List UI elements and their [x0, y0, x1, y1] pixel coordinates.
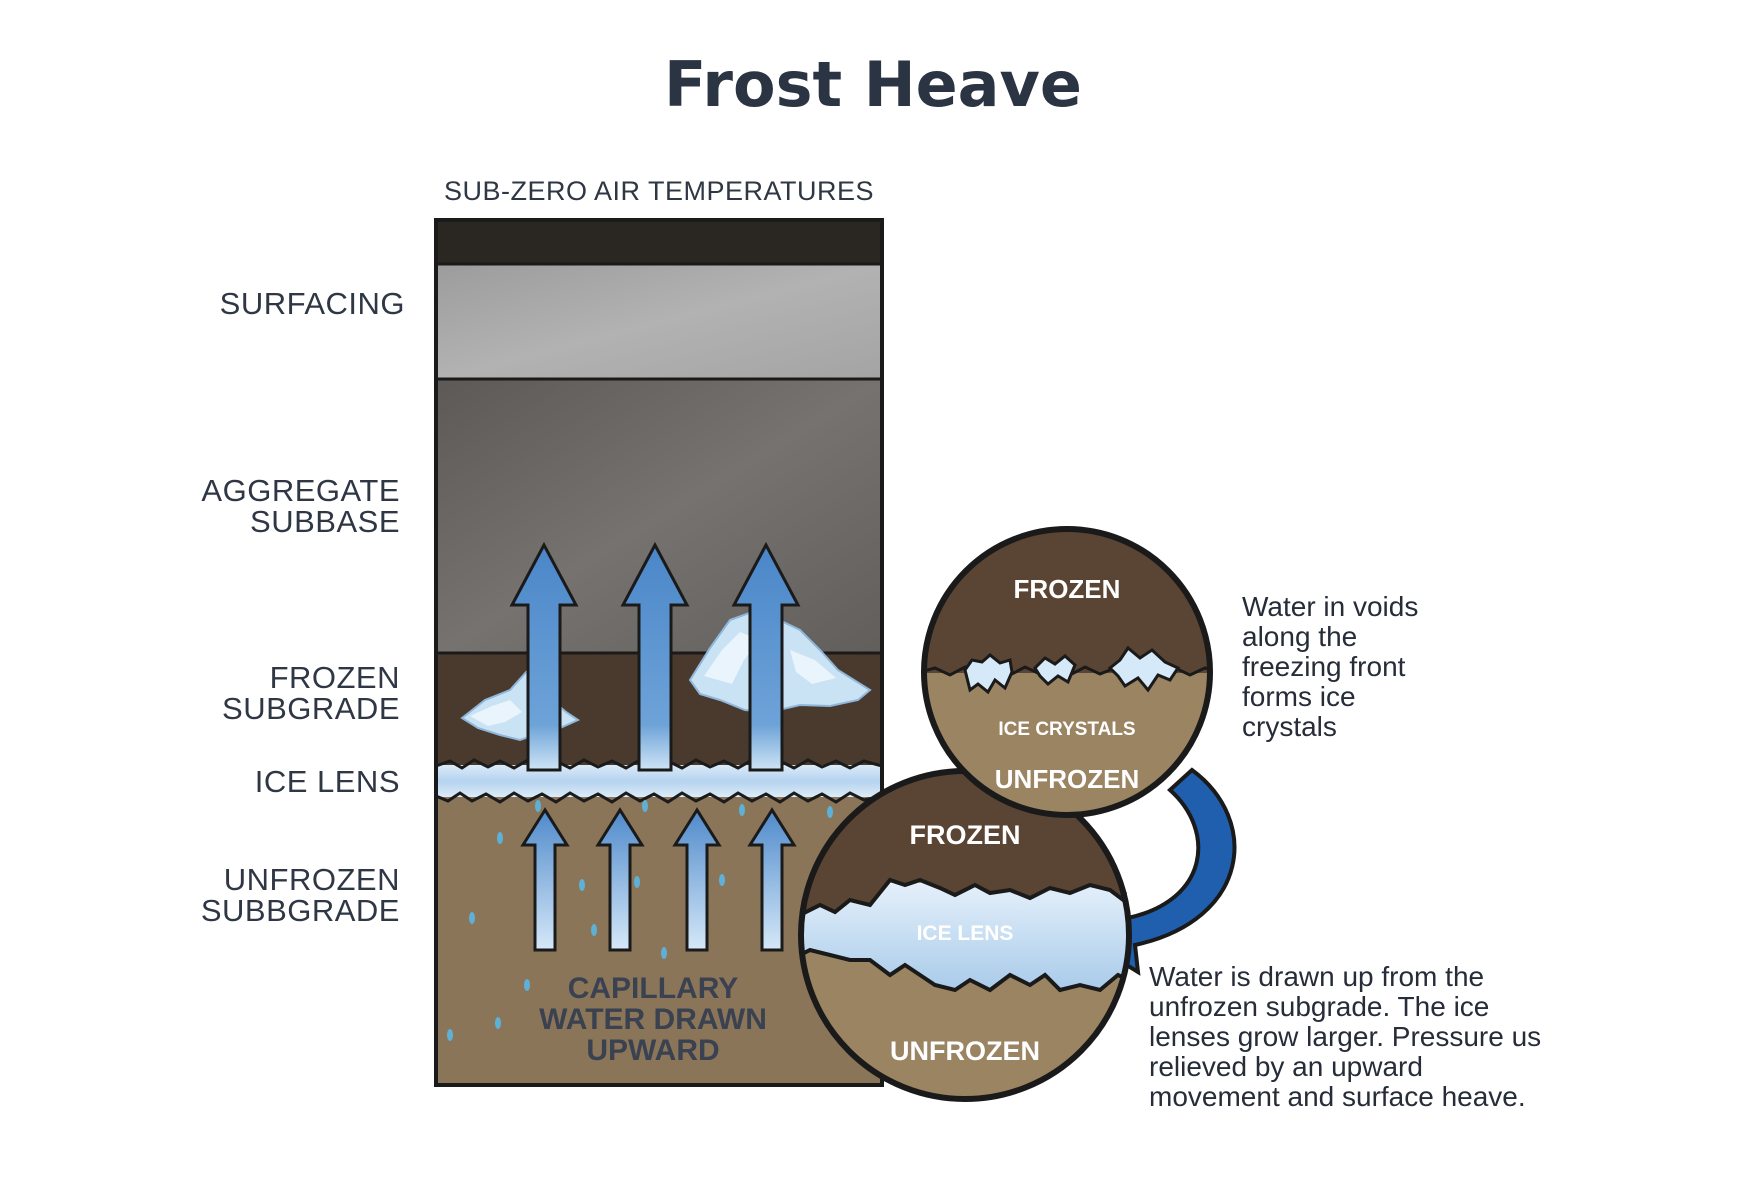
ice-crystal-3: [1107, 645, 1181, 693]
diagram-title: Frost Heave: [664, 48, 1082, 121]
capillary-label-line-1: CAPILLARY: [568, 972, 739, 1005]
note-bottom-line-2: unfrozen subgrade. The ice: [1149, 991, 1490, 1022]
note-ice-lens: Water is drawn up from the unfrozen subg…: [1149, 962, 1541, 1112]
label-surfacing-line: SURFACING: [219, 286, 405, 321]
ice-chunk-right-highlight: [704, 632, 760, 684]
circle-top-frozen-label: FROZEN: [1014, 574, 1121, 604]
column-border: [434, 218, 884, 1087]
capillary-label-line-3: UPWARD: [586, 1034, 719, 1067]
label-unfrozen-line-1: UNFROZEN: [223, 862, 400, 897]
big-arrow-3: [731, 541, 801, 772]
droplet-icon: [827, 806, 833, 818]
arrow-up-icon: [672, 807, 722, 952]
droplet-icon: [497, 832, 503, 844]
note-bottom-line-5: movement and surface heave.: [1149, 1081, 1526, 1112]
droplet-icon: [447, 1029, 453, 1041]
label-ice-lens: ICE LENS: [180, 766, 400, 797]
note-ice-crystals: Water in voids along the freezing front …: [1242, 592, 1418, 742]
label-frozen-subgrade: FROZEN SUBGRADE: [180, 662, 400, 724]
small-arrows: [520, 807, 797, 952]
big-arrow-1: [509, 541, 579, 772]
droplet-icon: [719, 874, 725, 886]
cold-air-cap: [436, 220, 882, 264]
note-top-line-1: Water in voids: [1242, 591, 1419, 622]
ice-chunk-left-highlight: [470, 700, 522, 726]
label-surfacing: SURFACING: [180, 288, 405, 319]
note-top-line-3: freezing front: [1242, 651, 1406, 682]
ice-crystal-1: [963, 653, 1014, 695]
label-ice-lens-line: ICE LENS: [254, 764, 400, 799]
surfacing-layer: [436, 264, 882, 379]
ice-crystals-circle: FROZEN ICE CRYSTALS UNFROZEN: [921, 526, 1213, 818]
arrow-up-icon: [620, 541, 690, 772]
lower-freezing-front: [435, 791, 883, 804]
label-sub-zero-air: SUB-ZERO AIR TEMPERATURES: [444, 176, 875, 206]
label-aggregate-subbase: AGGREGATE SUBBASE: [180, 475, 400, 537]
big-arrow-2: [620, 541, 690, 772]
arrow-up-icon: [520, 807, 570, 952]
droplet-icon: [524, 979, 530, 991]
circle-bottom-unfrozen-label: UNFROZEN: [890, 1036, 1040, 1066]
ice-lens-shape: [801, 877, 1129, 993]
label-aggregate-line-2: SUBBASE: [250, 504, 400, 539]
droplet-icon: [642, 800, 648, 812]
note-top-line-5: crystals: [1242, 711, 1337, 742]
label-frozen-subgrade-line-1: FROZEN: [269, 660, 400, 695]
label-unfrozen-subgrade: UNFROZEN SUBBGRADE: [180, 864, 400, 926]
droplet-icon: [634, 876, 640, 888]
circle-top-ice-crystals-label: ICE CRYSTALS: [998, 719, 1135, 740]
note-top-line-4: forms ice: [1242, 681, 1356, 712]
circle-top-unfrozen-label: UNFROZEN: [995, 764, 1139, 794]
note-bottom-line-1: Water is drawn up from the: [1149, 961, 1485, 992]
droplet-icon: [469, 912, 475, 924]
note-bottom-line-3: lenses grow larger. Pressure us: [1149, 1021, 1542, 1052]
circle-bottom-frozen-label: FROZEN: [910, 820, 1021, 850]
droplet-icon: [535, 800, 541, 812]
circle-bottom-ice-lens-label: ICE LENS: [917, 922, 1014, 945]
capillary-label-line-2: WATER DRAWN: [539, 1003, 767, 1036]
droplet-icon: [495, 1017, 501, 1029]
droplet-icon: [591, 924, 597, 936]
droplet-icon: [661, 947, 667, 959]
droplet-icon: [579, 879, 585, 891]
label-aggregate-line-1: AGGREGATE: [201, 473, 400, 508]
arrow-up-icon: [747, 807, 797, 952]
ice-crystals-circle-border: [921, 526, 1213, 818]
note-top-line-2: along the: [1242, 621, 1358, 652]
ice-chunk-right-highlight-2: [790, 650, 836, 684]
droplet-icon: [739, 804, 745, 816]
arrow-up-icon: [595, 807, 645, 952]
label-frozen-subgrade-line-2: SUBGRADE: [222, 691, 400, 726]
water-droplets: [447, 800, 833, 1041]
arrow-up-icon: [509, 541, 579, 772]
arrow-up-icon: [731, 541, 801, 772]
ice-crystal-2: [1033, 654, 1077, 687]
note-bottom-line-4: relieved by an upward: [1149, 1051, 1423, 1082]
label-unfrozen-line-2: SUBBGRADE: [200, 893, 400, 928]
